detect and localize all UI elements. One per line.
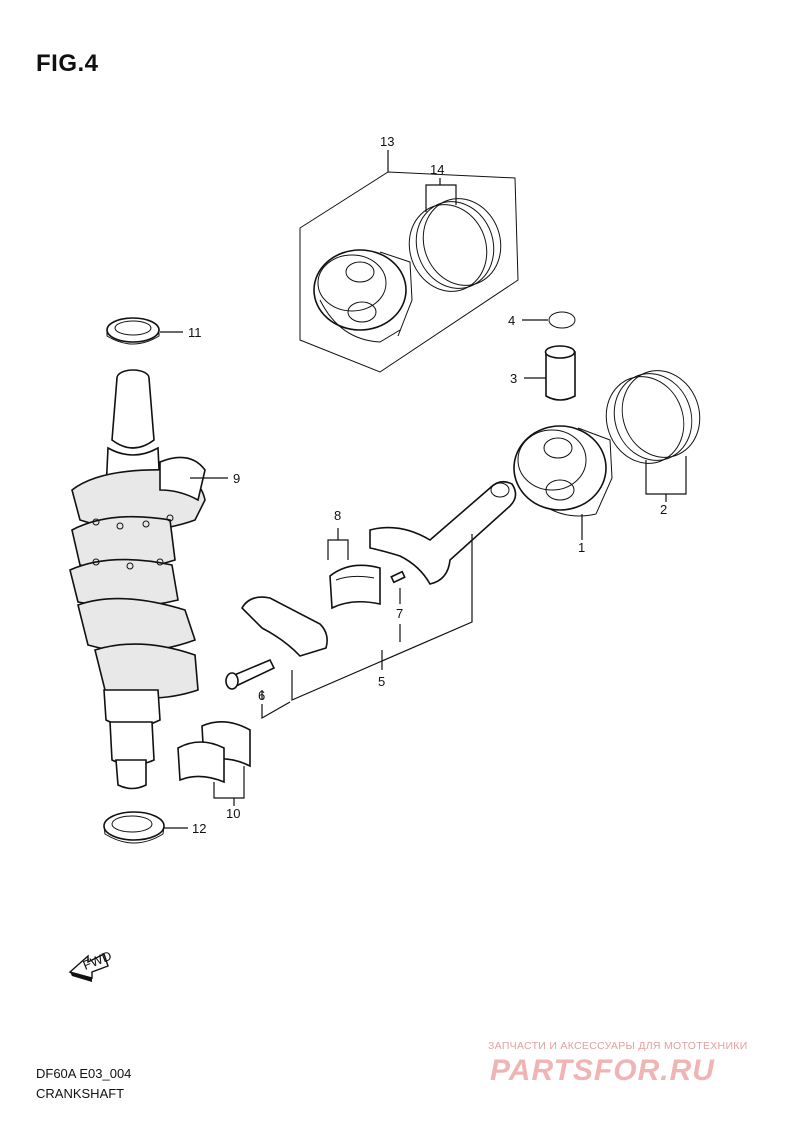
callout-13: 13 [380,134,394,149]
piston-pin [544,345,576,401]
callout-4: 4 [508,313,515,328]
callout-6: 6 [258,688,265,703]
callout-14: 14 [430,162,444,177]
callout-2: 2 [660,502,667,517]
main-bearing [177,721,251,784]
piston-kit-piston [313,249,413,343]
conrod-bolt [225,658,276,690]
callout-9: 9 [233,471,240,486]
piston [513,425,613,517]
callout-1: 1 [578,540,585,555]
figure-code: DF60A E03_004 [36,1066,132,1081]
callout-11: 11 [188,325,202,340]
callout-10: 10 [226,806,240,821]
crankshaft [69,369,206,790]
watermark-tagline: ЗАПЧАСТИ И АКСЕССУАРЫ ДЛЯ МОТОТЕХНИКИ [488,1040,748,1052]
oil-seal-upper [106,317,160,345]
piston-kit-rings [408,198,502,292]
callout-7: 7 [396,606,403,621]
circlip [548,311,576,329]
piston-rings [605,370,701,464]
callout-8: 8 [334,508,341,523]
callout-5: 5 [378,674,385,689]
figure-title: FIG.4 [36,50,99,77]
conrod-dowel [390,570,406,584]
conrod-bearing [329,564,381,610]
watermark-logo: PARTSFOR.RU [490,1054,715,1087]
fwd-arrow-icon [68,953,109,982]
callout-12: 12 [192,821,206,836]
figure-name: CRANKSHAFT [36,1086,125,1101]
connecting-rod [241,480,517,657]
oil-seal-lower [103,811,165,844]
callout-3: 3 [510,371,517,386]
